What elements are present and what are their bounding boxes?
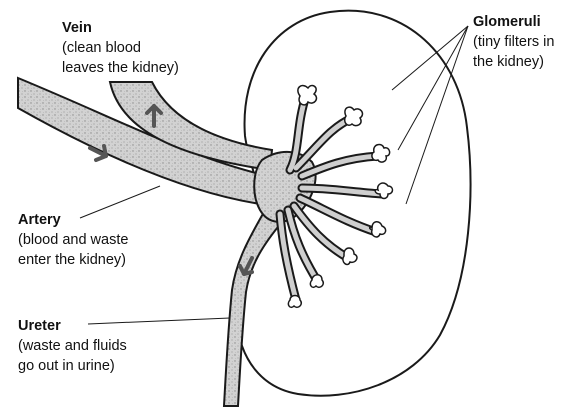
vein-label: Vein (clean blood leaves the kidney)	[62, 18, 179, 78]
ureter-label: Ureter (waste and fluids go out in urine…	[18, 316, 127, 376]
artery-title: Artery	[18, 210, 128, 230]
artery-label: Artery (blood and waste enter the kidney…	[18, 210, 128, 270]
ureter-desc-line-1: (waste and fluids	[18, 336, 127, 356]
glomeruli-desc-line-2: the kidney)	[473, 52, 554, 72]
artery-desc-line-2: enter the kidney)	[18, 250, 128, 270]
artery-desc-line-1: (blood and waste	[18, 230, 128, 250]
ureter-title: Ureter	[18, 316, 127, 336]
glomeruli-label: Glomeruli (tiny filters in the kidney)	[473, 12, 554, 72]
vein-title: Vein	[62, 18, 179, 38]
vein-desc-line-2: leaves the kidney)	[62, 58, 179, 78]
ureter-desc-line-2: go out in urine)	[18, 356, 127, 376]
glomeruli-title: Glomeruli	[473, 12, 554, 32]
glomeruli-desc-line-1: (tiny filters in	[473, 32, 554, 52]
vein-desc-line-1: (clean blood	[62, 38, 179, 58]
